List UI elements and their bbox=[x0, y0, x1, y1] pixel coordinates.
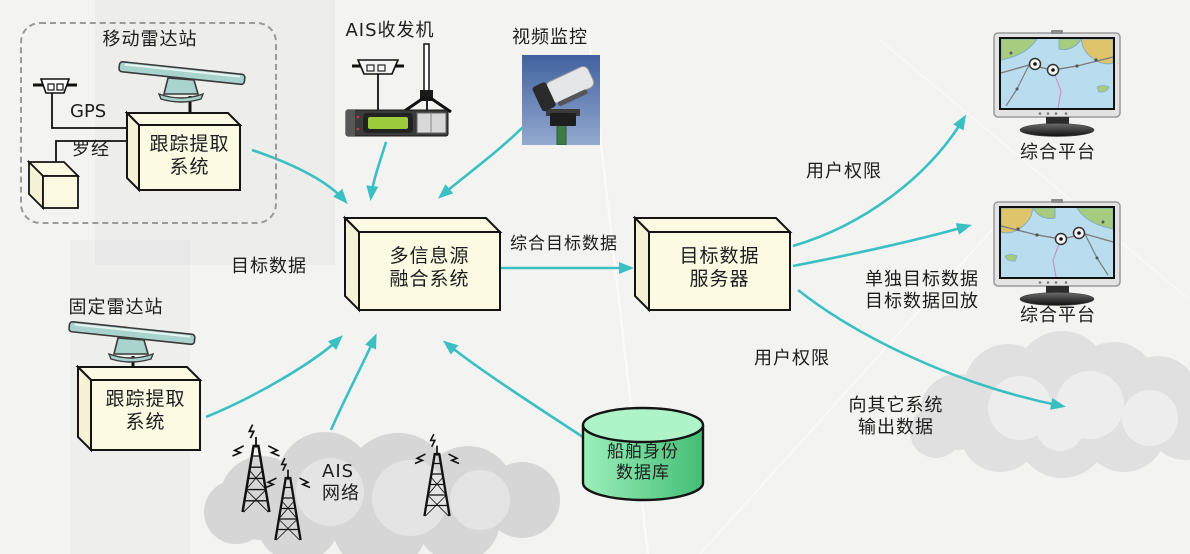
arrow-database-to-fusion bbox=[442, 340, 593, 445]
mobile-radar-icon bbox=[117, 60, 247, 114]
target-data-label: 目标数据 bbox=[231, 256, 307, 277]
mobile-tracking-box bbox=[124, 110, 243, 193]
platform-monitor-1 bbox=[993, 30, 1121, 137]
arrow-mobile-to-fusion bbox=[251, 148, 348, 205]
user-permission-top-label: 用户权限 bbox=[806, 161, 882, 182]
gps-antenna-icon bbox=[33, 78, 139, 129]
fixed-tracking-box bbox=[75, 364, 203, 453]
target-server-box-label: 目标数据 服务器 bbox=[679, 245, 760, 291]
gps-label: GPS bbox=[70, 101, 107, 122]
fixed-station-title: 固定雷达站 bbox=[68, 297, 164, 318]
arrow-aisnet-to-fusion bbox=[329, 333, 377, 431]
video-surveillance-label: 视频监控 bbox=[512, 27, 588, 48]
user-permission-bottom-label: 用户权限 bbox=[754, 348, 830, 369]
ais-network-label: AIS 网络 bbox=[322, 461, 360, 504]
platform-monitor-2 bbox=[993, 199, 1121, 306]
arrow-server-to-platform2 bbox=[792, 223, 972, 268]
ais-transceiver-icon bbox=[345, 43, 452, 137]
platform-1-label: 综合平台 bbox=[1020, 142, 1096, 163]
link-fusion-server-label: 综合目标数据 bbox=[510, 234, 618, 254]
fixed-tracking-box-label: 跟踪提取 系统 bbox=[105, 388, 186, 434]
video-camera-photo bbox=[522, 55, 600, 145]
mobile-station-title: 移动雷达站 bbox=[102, 29, 198, 50]
ship-database-icon bbox=[581, 406, 705, 502]
mobile-tracking-box-label: 跟踪提取 系统 bbox=[149, 133, 230, 179]
target-server-box bbox=[632, 215, 793, 313]
arrow-ais-to-fusion bbox=[366, 141, 388, 201]
flow-arrows bbox=[205, 114, 1066, 445]
ship-database-label: 船舶身份 数据库 bbox=[607, 442, 679, 483]
individual-target-label: 单独目标数据 目标数据回放 bbox=[865, 269, 979, 312]
arrow-video-to-fusion bbox=[437, 126, 524, 199]
arrow-server-to-other-systems bbox=[797, 288, 1066, 410]
other-systems-label: 向其它系统 输出数据 bbox=[848, 395, 944, 438]
ais-transceiver-label: AIS收发机 bbox=[345, 20, 435, 41]
fusion-system-box bbox=[342, 215, 503, 313]
arrow-fixed-to-fusion bbox=[205, 335, 343, 419]
mobile-radar-station-boundary bbox=[20, 22, 277, 224]
platform-2-label: 综合平台 bbox=[1020, 305, 1096, 326]
fusion-system-box-label: 多信息源 融合系统 bbox=[389, 245, 470, 291]
compass-label: 罗经 bbox=[72, 139, 110, 160]
arrow-server-to-platform1 bbox=[792, 114, 967, 248]
gyrocompass-icon bbox=[26, 140, 139, 211]
